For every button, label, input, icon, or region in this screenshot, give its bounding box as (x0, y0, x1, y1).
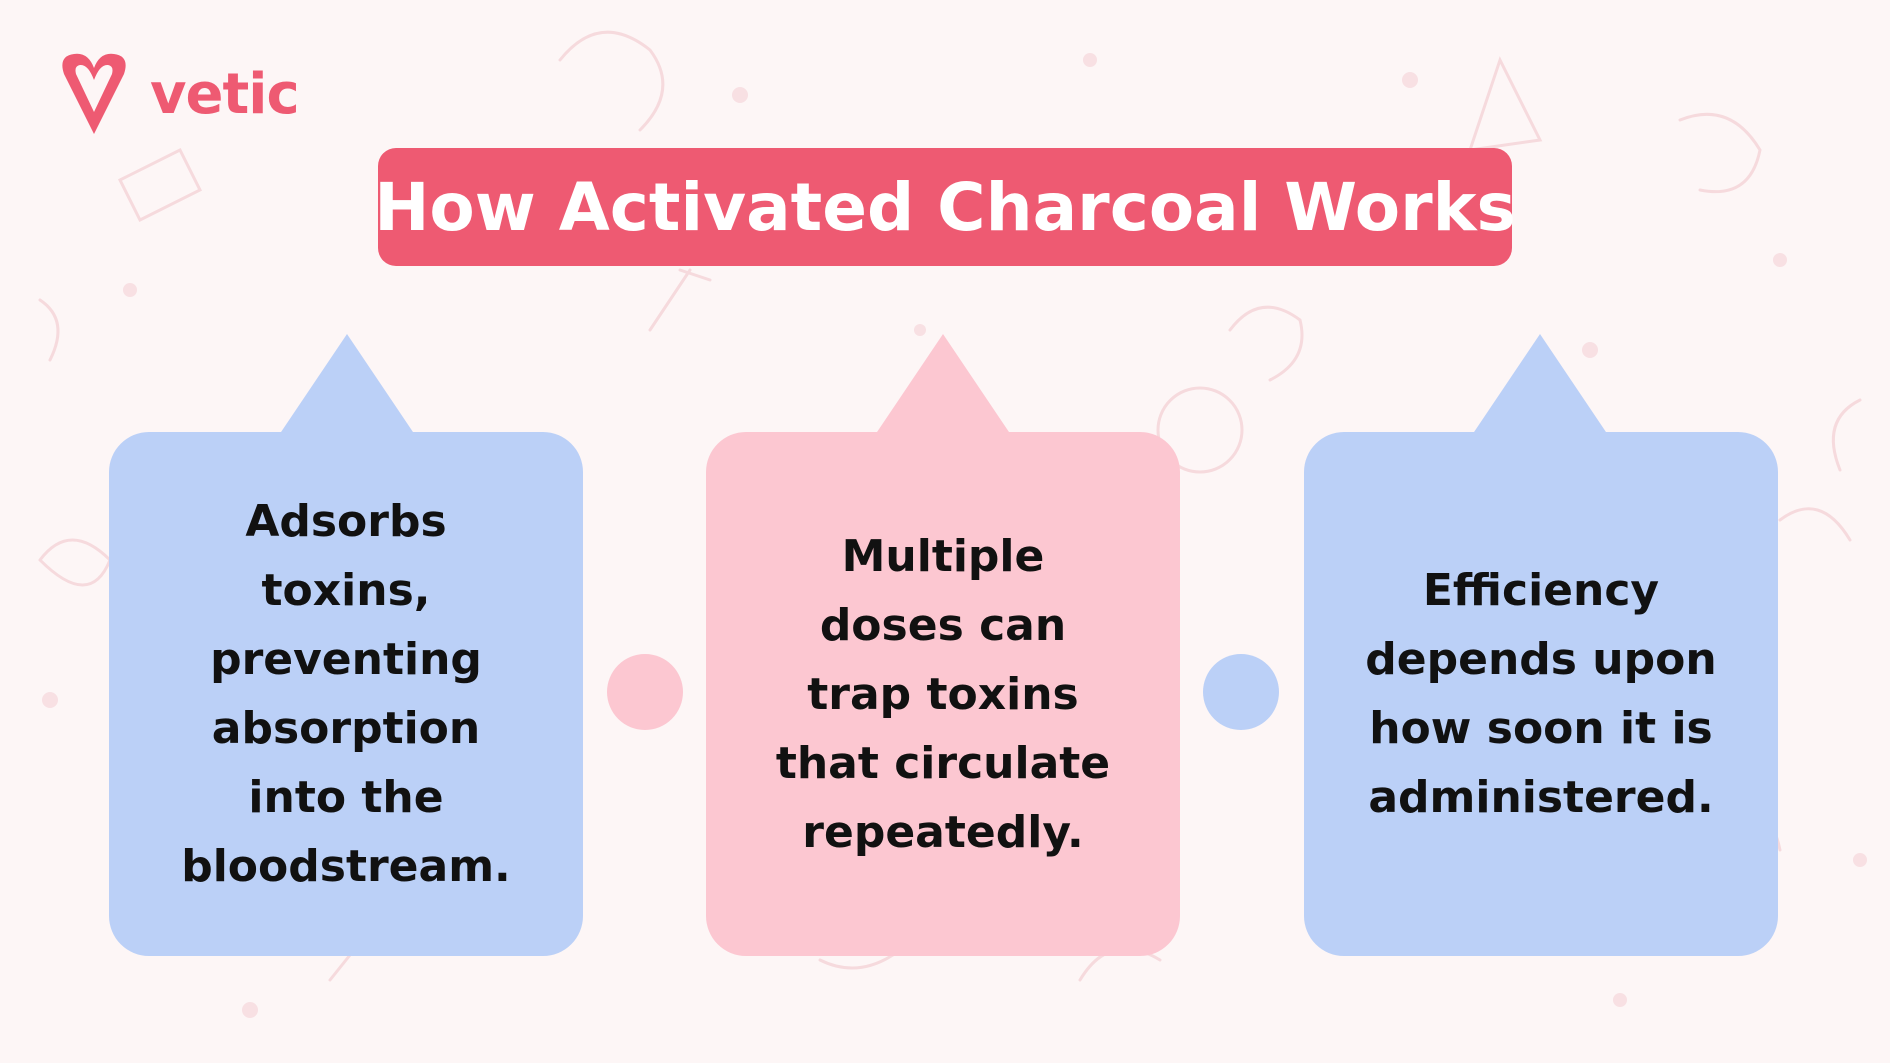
heart-v-logo-icon (62, 53, 126, 134)
card-multiple-doses: Multiple doses can trap toxins that circ… (706, 432, 1180, 956)
connector-dot-2 (1203, 654, 1279, 730)
connector-dot-1 (607, 654, 683, 730)
brand-name: vetic (150, 61, 300, 127)
card-pointer-1 (277, 334, 417, 438)
card-pointer-2 (873, 334, 1013, 438)
brand-logo[interactable]: vetic (58, 50, 300, 138)
title-banner: How Activated Charcoal Works (374, 148, 1516, 266)
page-title: How Activated Charcoal Works (374, 168, 1516, 246)
card-adsorbs-toxins: Adsorbs toxins, preventing absorption in… (109, 432, 583, 956)
card-text-1: Adsorbs toxins, preventing absorption in… (181, 496, 511, 892)
card-text-3: Efficiency depends upon how soon it is a… (1365, 565, 1717, 823)
card-pointer-3 (1470, 334, 1610, 438)
card-efficiency: Efficiency depends upon how soon it is a… (1304, 432, 1778, 956)
card-text-2: Multiple doses can trap toxins that circ… (775, 530, 1111, 858)
